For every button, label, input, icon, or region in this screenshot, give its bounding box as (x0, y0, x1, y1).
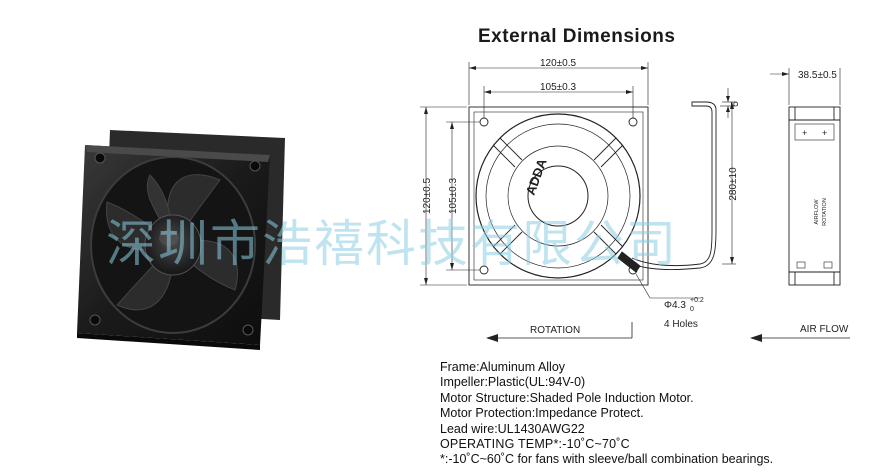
spec-frame: Frame:Aluminum Alloy (440, 360, 566, 374)
dim-lead-length: 280±10 (728, 167, 739, 201)
spec-operating-temp: OPERATING TEMP*:-10˚C~70˚C (440, 437, 630, 452)
spec-note: *:-10˚C~60˚C for fans with sleeve/ball c… (440, 452, 774, 467)
dim-hole-spacing: 105±0.3 (540, 82, 577, 93)
side-view (788, 106, 841, 286)
dim-lead-offset: 5 (730, 101, 741, 107)
airflow-label: AIR FLOW (800, 324, 849, 335)
mount-hole-tl (479, 117, 489, 127)
front-frame-outline (468, 106, 649, 286)
dim-hole-tol-upper: +0.2 (690, 297, 704, 304)
fan-photo (77, 130, 285, 350)
hub-outline (527, 165, 589, 227)
side-label-rotation: ROTATION (822, 198, 828, 226)
rotation-arrow (492, 322, 633, 339)
corner-hole (94, 152, 106, 164)
spec-motor-protection: Motor Protection:Impedance Protect. (440, 406, 644, 421)
dim-hole-tol-lower: 0 (690, 306, 694, 313)
spec-motor-structure: Motor Structure:Shaded Pole Induction Mo… (440, 390, 694, 405)
dim-depth: 38.5±0.5 (798, 70, 837, 81)
dim-outer-height: 120±0.5 (422, 178, 433, 215)
mount-hole-bl (479, 265, 489, 275)
spec-impeller: Impeller:Plastic(UL:94V-0) (440, 375, 586, 390)
rotation-label: ROTATION (530, 325, 580, 336)
lead-wire (627, 101, 717, 271)
specs-list: Frame:Aluminum Alloy Impeller:Plastic(UL… (440, 360, 773, 468)
terminal-mark: + (822, 128, 827, 138)
hub-logo: ADDA (523, 156, 550, 197)
fan-opening-outline (475, 113, 641, 279)
dim-hole-spacing-v: 105±0.3 (448, 178, 459, 215)
page-title: External Dimensions (478, 26, 676, 47)
mount-hole-tr (628, 117, 638, 127)
corner-hole (89, 314, 101, 326)
dim-outer-width: 120±0.5 (540, 58, 577, 69)
dim-hole-diameter: Φ4.3 (664, 300, 686, 311)
terminal-mark: + (802, 128, 807, 138)
corner-hole (242, 324, 254, 336)
spec-lead-wire: Lead wire:UL1430AWG22 (440, 421, 585, 436)
side-label-airflow: AIRFLOW (814, 199, 820, 225)
dim-hole-count: 4 Holes (664, 319, 698, 330)
